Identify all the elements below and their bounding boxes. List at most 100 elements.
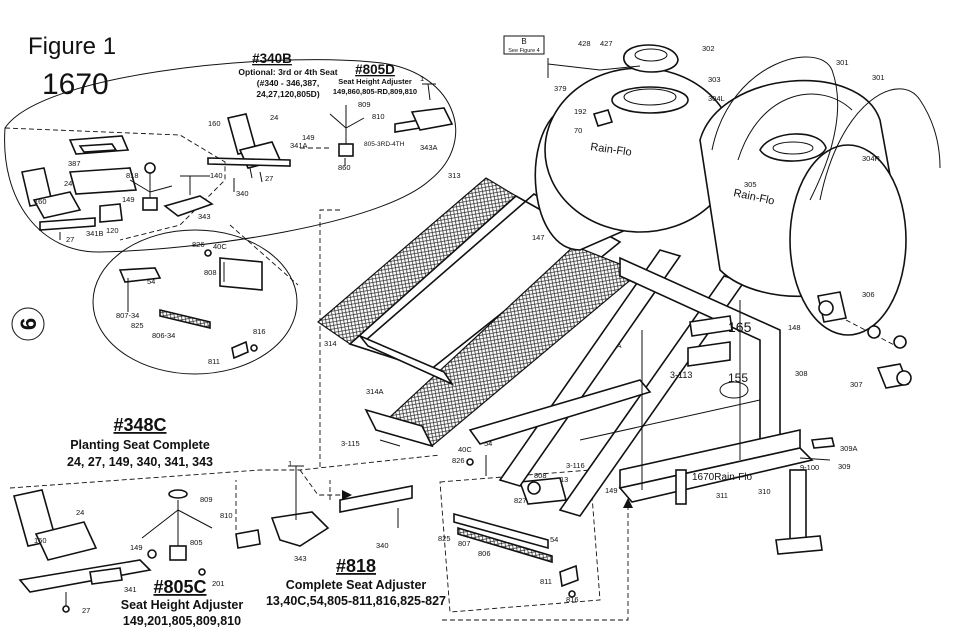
callout-806-34: 806-34: [152, 331, 175, 340]
callout-816-detail: 816: [253, 327, 266, 336]
planting-seat-assembly: 809 810 24 160 805 149 201 341 343 340 2…: [9, 454, 441, 615]
callout-54-lower: 54: [550, 535, 558, 544]
callout-149-frame: 149: [605, 486, 618, 495]
callout-825-detail: 825: [131, 321, 144, 330]
callout-120: 120: [106, 226, 119, 235]
callout-301-right: 301: [872, 73, 885, 82]
callout-140: 140: [210, 171, 223, 180]
left-tank-brand: Rain-Flo: [590, 141, 633, 159]
callout-818: 818: [126, 171, 139, 180]
callout-149-bottom: 149: [130, 543, 143, 552]
callout-314a: 314A: [366, 387, 384, 396]
callout-165: 165: [728, 319, 752, 335]
callout-427: 427: [600, 39, 613, 48]
callout-806: 806: [478, 549, 491, 558]
callout-340: 340: [236, 189, 249, 198]
callout-343a: 343A: [420, 143, 438, 152]
assembly-340b-line1: Optional: 3rd or 4th Seat: [238, 67, 337, 77]
callout-302: 302: [702, 44, 715, 53]
callout-810-bottom: 810: [220, 511, 233, 520]
callout-341b: 341B: [86, 229, 104, 238]
callout-160-bottom: 160: [34, 536, 47, 545]
page-marker: 9: [11, 307, 45, 341]
callout-27-left: 27: [66, 235, 74, 244]
callout-808-detail: 808: [204, 268, 217, 277]
seat-adjuster-detail-oval: 826 40C 808 54 807-34 825 806-34 816 811: [92, 224, 299, 375]
assembly-805d-line1: Seat Height Adjuster: [338, 77, 412, 86]
tank-straps: [711, 56, 941, 201]
callout-313: 313: [448, 171, 461, 180]
assembly-340b-line3: 24,27,120,805D): [256, 89, 319, 99]
assembly-818-code: #818: [336, 556, 376, 576]
callout-826: 826: [452, 456, 465, 465]
callout-428: 428: [578, 39, 591, 48]
callout-825: 825: [438, 534, 451, 543]
callout-303: 303: [708, 75, 721, 84]
drain-fitting: 307: [845, 319, 912, 389]
assembly-805d-line2: 149,860,805-RD,809,810: [333, 87, 417, 96]
callout-816: 816: [566, 595, 579, 604]
callout-311: 311: [716, 491, 728, 500]
callout-860: 860: [338, 163, 351, 172]
callout-827: 827: [514, 496, 527, 505]
callout-308: 308: [795, 369, 808, 378]
left-tank: Rain-Flo 428 427 302 303 379 304L 192 70…: [503, 35, 741, 251]
frame-brand-label: 1670Rain-Flo: [692, 472, 752, 483]
callout-309: 309: [838, 462, 851, 471]
assembly-805c-line1: Seat Height Adjuster: [121, 598, 244, 612]
callout-3-113: 3-113: [670, 370, 692, 380]
optional-seat-callout-oval: #340B Optional: 3rd or 4th Seat (#340 - …: [4, 51, 457, 253]
callout-70: 70: [574, 126, 582, 135]
callout-27: 27: [265, 174, 273, 183]
right-tank: Rain-Flo 301 301 304R 305 306: [699, 58, 907, 336]
callout-27-bottom: 27: [82, 606, 90, 615]
guide-line-arrow: [299, 469, 342, 496]
callout-805-3rd-4th: 805-3RD-4TH: [364, 141, 405, 148]
callout-24-bottom: 24: [76, 508, 84, 517]
callout-160-left: 160: [34, 197, 47, 206]
callout-3-115: 3-115: [341, 439, 360, 448]
callout-811: 811: [540, 577, 552, 586]
svg-text:See Figure 4: See Figure 4: [508, 48, 540, 54]
assembly-348c-line1: Planting Seat Complete: [70, 438, 210, 452]
callout-301: 301: [836, 58, 849, 67]
callout-811-detail: 811: [208, 357, 220, 366]
assembly-340b-code: #340B: [252, 51, 292, 66]
callout-826-detail: 826: [192, 240, 205, 249]
assembly-805d-code: #805D: [355, 62, 395, 77]
callout-387: 387: [68, 159, 81, 168]
callout-304r: 304R: [862, 154, 881, 163]
callout-40c-detail: 40C: [213, 242, 227, 251]
guide-arrowhead: [342, 490, 352, 500]
callout-3-116: 3-116: [566, 461, 585, 470]
callout-9-100: 9-100: [800, 463, 819, 472]
callout-314: 314: [324, 339, 337, 348]
guide-line-adjuster: [440, 505, 629, 621]
figure-model-number: 1670: [42, 68, 109, 101]
guide-line-seat: [319, 209, 340, 470]
figure-title: Figure 1: [28, 33, 116, 60]
assembly-340b-line2: (#340 - 346,387,: [257, 78, 319, 88]
callout-201-bottom: 201: [212, 579, 225, 588]
mesh-trays: 313 147 314 314A 3-115 328A: [317, 171, 642, 448]
callout-805-bottom: 805: [190, 538, 203, 547]
assembly-818-line2: 13,40C,54,805-811,816,825-827: [266, 594, 446, 608]
callout-148: 148: [788, 323, 801, 332]
callout-155: 155: [728, 371, 748, 385]
callout-808: 808: [534, 471, 547, 480]
assembly-818-line1: Complete Seat Adjuster: [286, 578, 427, 592]
callout-304l: 304L: [708, 94, 725, 103]
callout-809: 809: [358, 100, 371, 109]
callout-309a: 309A: [840, 444, 858, 453]
callout-341-bottom: 341: [124, 585, 137, 594]
callout-40c: 40C: [458, 445, 472, 454]
svg-text:B: B: [521, 37, 526, 46]
callout-807-34: 807-34: [116, 311, 139, 320]
callout-810: 810: [372, 112, 385, 121]
callout-1: 1: [420, 74, 424, 83]
callout-807: 807: [458, 539, 471, 548]
callout-340-bottom: 340: [376, 541, 389, 550]
see-figure-4-box: B See Figure 4: [503, 35, 545, 55]
callout-147: 147: [532, 233, 545, 242]
